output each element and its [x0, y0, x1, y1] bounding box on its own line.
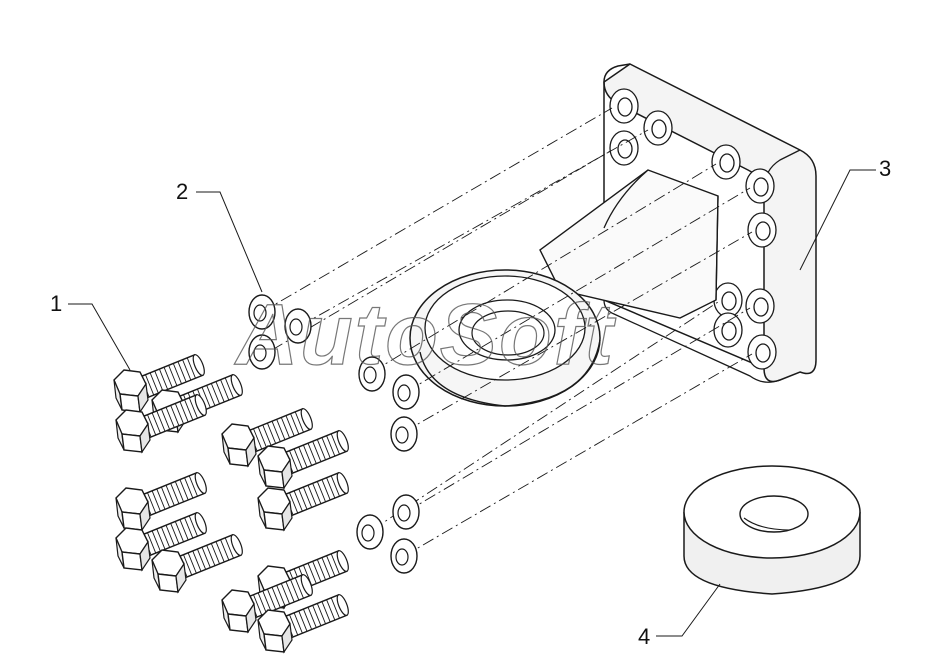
tow-eye-body	[409, 169, 719, 407]
callout-3: 3	[879, 156, 892, 181]
bolts	[113, 352, 352, 653]
callout-2: 2	[176, 179, 189, 204]
spacer-ring	[683, 465, 861, 595]
watermark: AutoSoft	[234, 287, 616, 383]
alignment-lines	[261, 107, 753, 557]
callout-1: 1	[50, 291, 63, 316]
leader-lines	[68, 169, 876, 637]
callout-4: 4	[638, 624, 651, 649]
